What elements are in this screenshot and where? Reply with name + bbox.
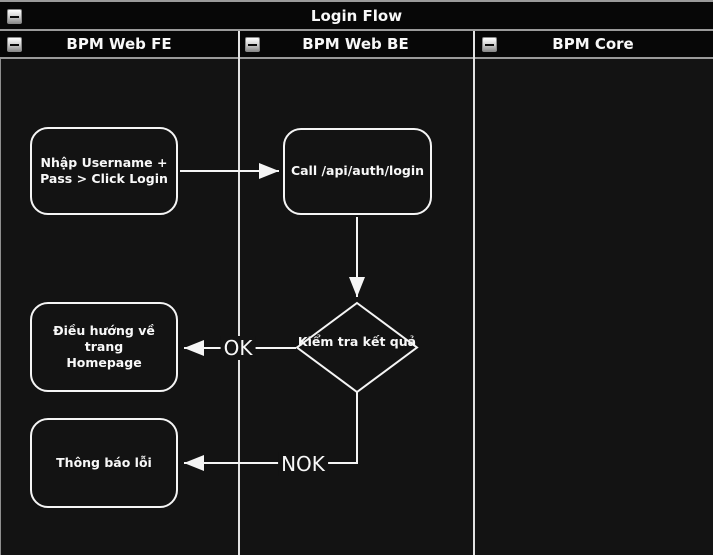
- lane-divider-2: [473, 31, 475, 555]
- lane-divider-1: [238, 31, 240, 555]
- lane-fe-collapse-button[interactable]: [7, 37, 22, 52]
- node-label: Điều hướng về trang Homepage: [53, 322, 155, 371]
- lane-label: BPM Core: [552, 35, 634, 53]
- node-redirect-homepage[interactable]: Điều hướng về trang Homepage: [30, 302, 178, 392]
- node-label: Nhập Username + Pass > Click Login: [40, 154, 168, 186]
- node-error-notification[interactable]: Thông báo lỗi: [30, 418, 178, 508]
- decision-label-check-result[interactable]: Kiểm tra kết quả: [297, 334, 417, 349]
- pool-left-border: [0, 0, 1, 555]
- lane-core-collapse-button[interactable]: [482, 37, 497, 52]
- lane-label: BPM Web FE: [66, 35, 172, 53]
- node-call-login-api[interactable]: Call /api/auth/login: [283, 128, 432, 215]
- node-label: Call /api/auth/login: [290, 163, 425, 179]
- lane-be-collapse-button[interactable]: [245, 37, 260, 52]
- edge-check-to-error-nok[interactable]: [184, 392, 358, 471]
- lane-header-bpm-web-be[interactable]: BPM Web BE: [238, 31, 473, 57]
- lane-header-bpm-web-fe[interactable]: BPM Web FE: [0, 31, 238, 57]
- lane-header-bpm-core[interactable]: BPM Core: [473, 31, 713, 57]
- pool-title: Login Flow: [310, 6, 403, 25]
- pool-title-bar[interactable]: Login Flow: [0, 0, 713, 31]
- lane-header-row: BPM Web FE BPM Web BE BPM Core: [0, 31, 713, 59]
- lane-label: BPM Web BE: [302, 35, 409, 53]
- node-enter-credentials[interactable]: Nhập Username + Pass > Click Login: [30, 127, 178, 215]
- collapse-minus-icon: [10, 43, 19, 46]
- pool-collapse-button[interactable]: [7, 9, 22, 24]
- edge-label-nok[interactable]: NOK: [278, 452, 328, 476]
- collapse-minus-icon: [248, 43, 257, 46]
- node-label: Thông báo lỗi: [56, 454, 152, 470]
- edge-label-ok[interactable]: OK: [220, 336, 256, 360]
- collapse-minus-icon: [485, 43, 494, 46]
- collapse-minus-icon: [10, 15, 19, 18]
- decision-diamond-check-result[interactable]: [295, 301, 419, 394]
